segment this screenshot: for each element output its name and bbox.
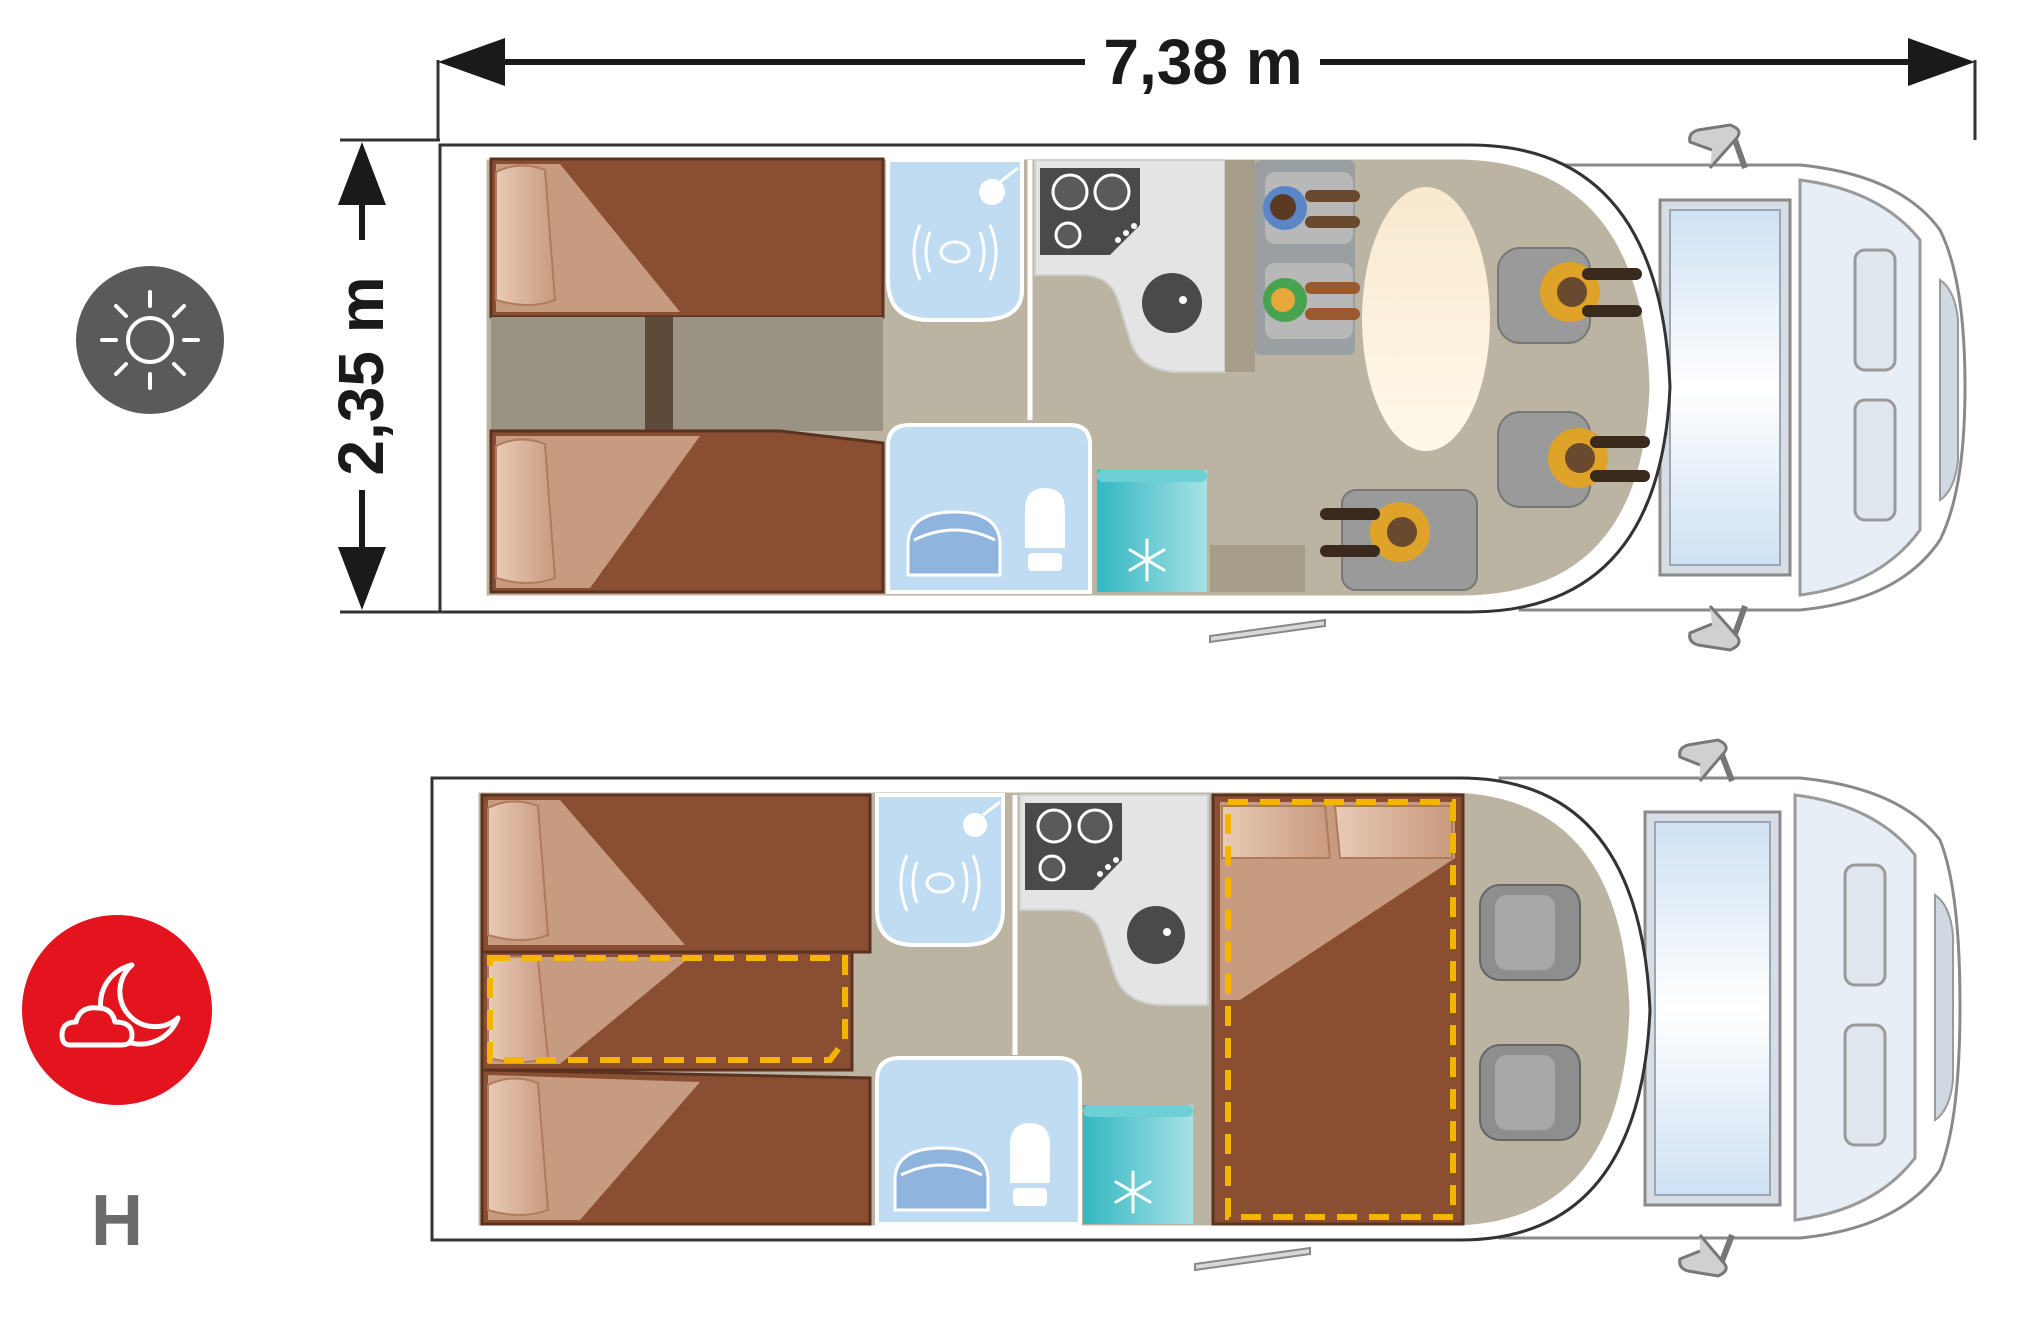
person-icon xyxy=(1548,428,1650,488)
person-icon xyxy=(1320,502,1430,562)
moon-cloud-icon xyxy=(59,962,181,1048)
night-layout xyxy=(430,738,1962,1278)
toilet-icon xyxy=(899,854,981,912)
shower-icon xyxy=(893,1146,990,1212)
night-shower-room xyxy=(875,1056,1082,1226)
length-dimension: 7,38 m xyxy=(436,26,1977,140)
shower-icon xyxy=(906,510,1002,577)
toilet-icon xyxy=(912,224,998,281)
day-fridge xyxy=(1097,470,1207,592)
person-icon xyxy=(1263,263,1360,339)
night-rear-bed-bottom xyxy=(480,1068,872,1226)
cooktop-icon xyxy=(1040,168,1140,255)
washbasin-icon xyxy=(963,813,987,837)
day-layout xyxy=(438,123,1967,652)
day-kitchen xyxy=(1034,159,1255,373)
person-icon xyxy=(1263,172,1360,244)
night-cab xyxy=(1498,738,1962,1278)
night-fridge xyxy=(1083,1105,1193,1224)
day-mode-badge xyxy=(76,266,224,414)
day-toilet-room xyxy=(886,158,1024,322)
sink-icon xyxy=(1142,273,1202,333)
sun-icon xyxy=(100,290,200,390)
day-dinette-table xyxy=(1362,187,1490,451)
day-rear-bed-top xyxy=(489,157,885,319)
length-label: 7,38 m xyxy=(1103,26,1302,98)
sink-icon xyxy=(1127,906,1185,964)
night-toilet-room xyxy=(875,793,1005,947)
night-kitchen xyxy=(1019,794,1209,1006)
width-dimension: 2,35 m xyxy=(325,138,440,614)
seat-icon xyxy=(1479,884,1581,981)
night-mode-badge xyxy=(22,915,212,1105)
day-shower-room xyxy=(886,423,1092,594)
seat-icon xyxy=(1479,1044,1581,1141)
layout-code: H xyxy=(91,1181,143,1261)
width-label: 2,35 m xyxy=(325,276,397,475)
snowflake-icon xyxy=(1128,538,1166,582)
day-rear-bed-bottom xyxy=(489,429,885,594)
night-rear-bed-middle xyxy=(480,950,854,1072)
night-rear-bed-top xyxy=(480,793,872,954)
cooktop-icon xyxy=(1025,803,1122,890)
night-dinette-bed xyxy=(1211,793,1465,1226)
person-icon xyxy=(1540,262,1642,322)
snowflake-icon xyxy=(1114,1170,1152,1214)
washbasin-icon xyxy=(979,179,1005,205)
